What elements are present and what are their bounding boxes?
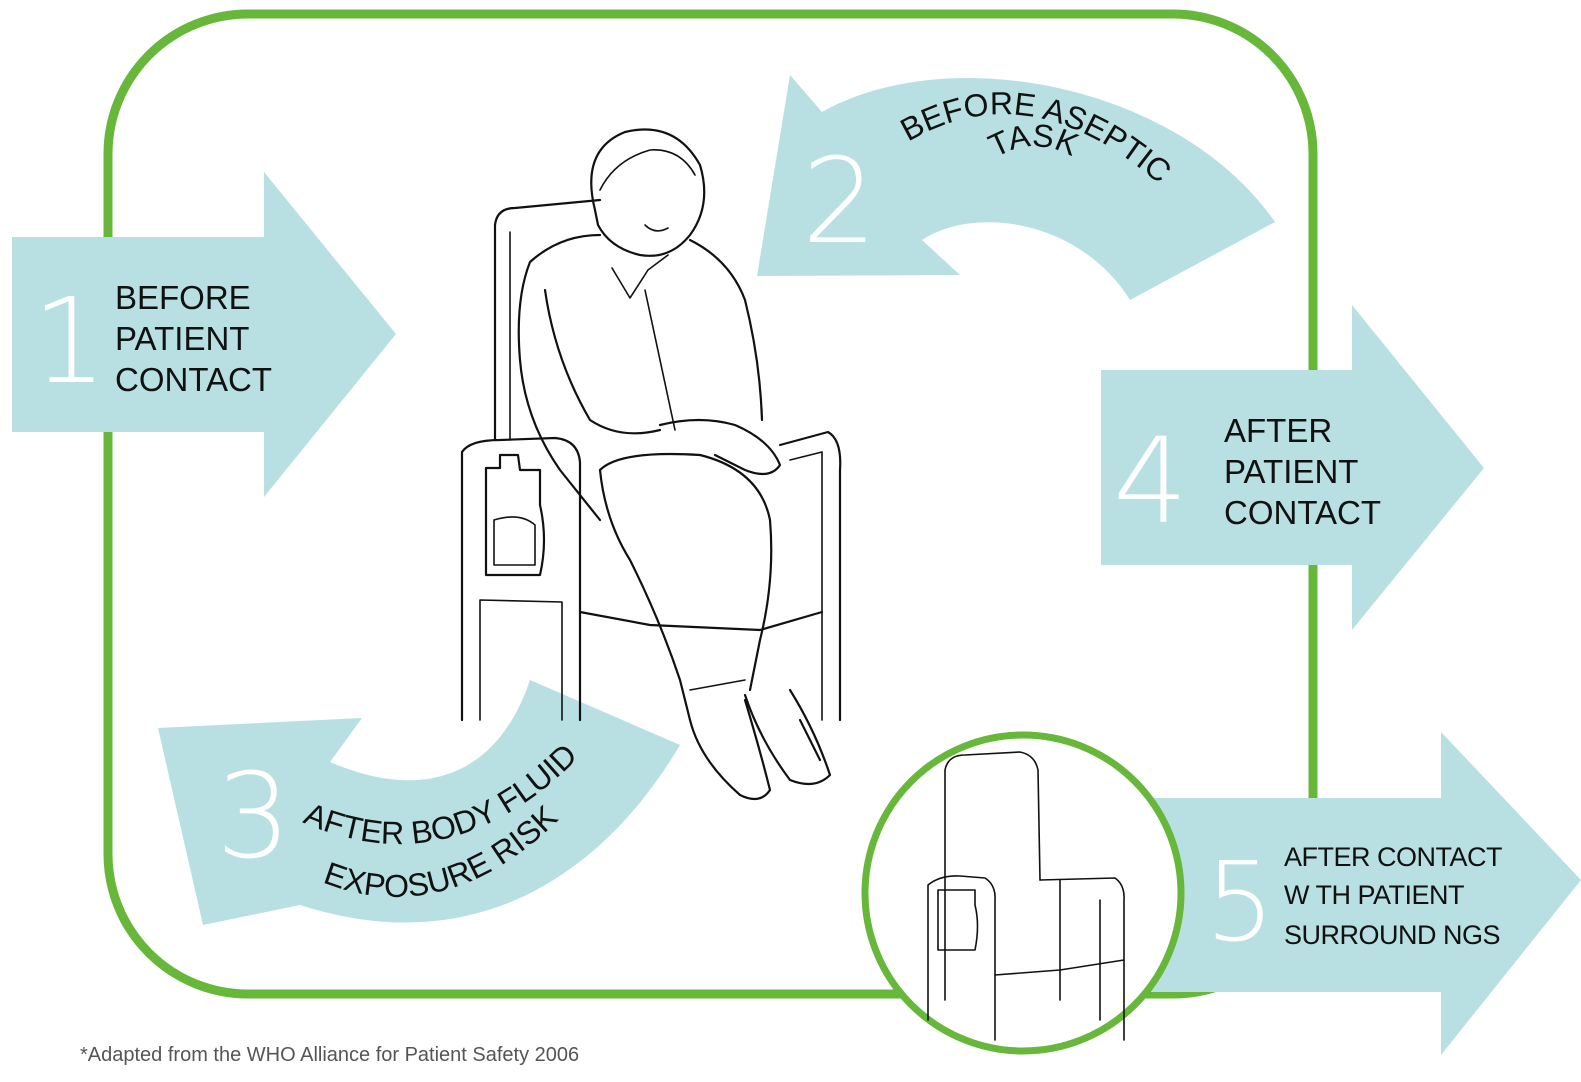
patient-legs [600, 454, 771, 690]
moment-3-arrow: 3 AFTER BODY FLUID EXPOSURE RISK [158, 680, 680, 925]
chair-right-armrest [780, 432, 840, 720]
moment-4-arrow: 4 AFTER PATIENT CONTACT [1101, 305, 1484, 630]
patient-torso [519, 235, 600, 520]
inset-circle [865, 735, 1181, 1051]
moment-1-number: 1 [32, 272, 107, 410]
footnote: *Adapted from the WHO Alliance for Patie… [80, 1044, 579, 1067]
moment-1-arrow: 1 BEFORE PATIENT CONTACT [12, 172, 396, 497]
moment-5-arrow: 5 AFTER CONTACT W TH PATIENT SURROUND NG… [1150, 732, 1581, 1055]
moment-3-number: 3 [216, 747, 291, 885]
patient-hands [660, 420, 780, 474]
patient-surroundings-inset [865, 735, 1181, 1051]
moment-5-number: 5 [1205, 838, 1275, 966]
patient-feet [690, 700, 770, 799]
patient-head [591, 129, 704, 255]
moment-4-number: 4 [1113, 412, 1188, 550]
moment-2-number: 2 [802, 132, 877, 270]
moment-1-label: BEFORE PATIENT CONTACT [115, 279, 272, 398]
moment-2-arrow: 2 BEFORE ASEPTIC TASK [757, 75, 1275, 300]
